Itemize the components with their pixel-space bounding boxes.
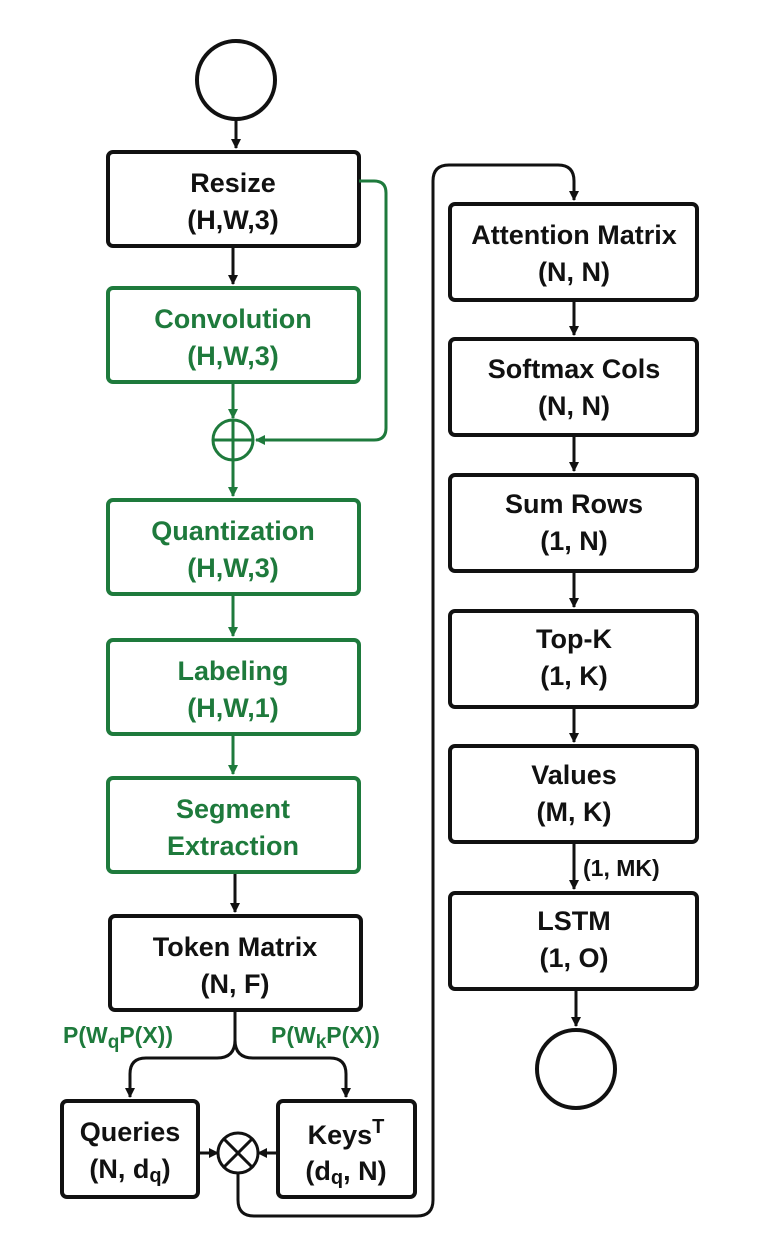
attention-title: Attention Matrix	[471, 220, 677, 250]
keys-projection-label: P(WkP(X))	[271, 1022, 380, 1053]
residual-skip-arrow	[255, 179, 388, 445]
keys-shape: (dq, N)	[305, 1156, 386, 1189]
softmax-title: Softmax Cols	[488, 354, 661, 384]
segment-line1: Segment	[176, 794, 290, 824]
labeling-shape: (H,W,1)	[187, 693, 279, 723]
arrow-token-queries	[125, 1012, 237, 1098]
labeling-node: Labeling (H,W,1)	[106, 638, 361, 736]
values-shape: (M, K)	[537, 797, 612, 827]
start-circle	[195, 39, 277, 121]
quantization-title: Quantization	[151, 516, 315, 546]
queries-node: Queries (N, dq)	[60, 1099, 200, 1199]
queries-title: Queries	[80, 1117, 181, 1147]
segment-line2: Extraction	[167, 831, 299, 861]
labeling-title: Labeling	[177, 656, 288, 686]
quantization-node: Quantization (H,W,3)	[106, 498, 361, 596]
lstm-shape: (1, O)	[539, 943, 608, 973]
sum-rows-title: Sum Rows	[505, 489, 643, 519]
token-matrix-title: Token Matrix	[153, 932, 318, 962]
lstm-title: LSTM	[537, 906, 611, 936]
sum-rows-node: Sum Rows (1, N)	[448, 473, 699, 573]
topk-node: Top-K (1, K)	[448, 609, 699, 709]
keys-title: KeysT	[308, 1116, 385, 1150]
queries-projection-label: P(WqP(X))	[63, 1022, 173, 1053]
arrow-token-keys	[233, 1039, 351, 1098]
values-node: Values (M, K)	[448, 744, 699, 844]
queries-shape: (N, dq)	[89, 1154, 170, 1187]
keys-node: KeysT (dq, N)	[276, 1099, 417, 1199]
sum-rows-shape: (1, N)	[540, 526, 608, 556]
values-title: Values	[531, 760, 617, 790]
softmax-shape: (N, N)	[538, 391, 610, 421]
convolution-node: Convolution (H,W,3)	[106, 286, 361, 384]
quantization-shape: (H,W,3)	[187, 553, 279, 583]
convolution-title: Convolution	[154, 304, 311, 334]
lstm-node: LSTM (1, O)	[448, 891, 699, 991]
convolution-shape: (H,W,3)	[187, 341, 279, 371]
topk-title: Top-K	[536, 624, 612, 654]
resize-title: Resize	[190, 168, 276, 198]
resize-node: Resize (H,W,3)	[106, 150, 361, 248]
end-circle	[535, 1028, 617, 1110]
values-lstm-label: (1, MK)	[583, 855, 660, 881]
add-symbol	[211, 418, 255, 462]
resize-shape: (H,W,3)	[187, 205, 279, 235]
segment-extraction-node: Segment Extraction	[106, 776, 361, 874]
attention-matrix-node: Attention Matrix (N, N)	[448, 202, 699, 302]
token-matrix-shape: (N, F)	[201, 969, 270, 999]
attention-shape: (N, N)	[538, 257, 610, 287]
softmax-cols-node: Softmax Cols (N, N)	[448, 337, 699, 437]
multiply-symbol	[216, 1131, 260, 1175]
topk-shape: (1, K)	[540, 661, 608, 691]
arrow-multiply-attention	[236, 163, 579, 1218]
token-matrix-node: Token Matrix (N, F)	[108, 914, 363, 1012]
